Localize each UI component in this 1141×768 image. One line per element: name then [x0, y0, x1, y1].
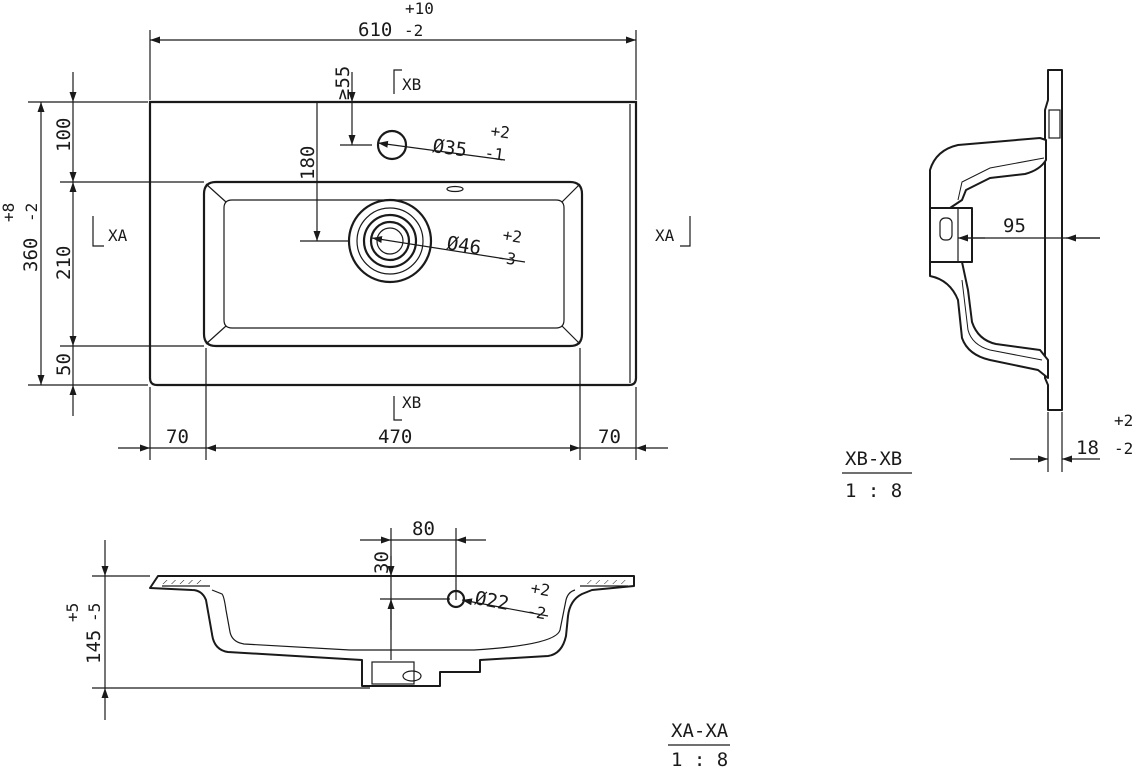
tap-offset-value: 180 — [297, 146, 319, 180]
depth-tol-lower: -2 — [22, 203, 41, 222]
front-margin-value: 50 — [53, 353, 75, 376]
drain-hole-tol-lower: -3 — [495, 247, 517, 269]
section-xa-title: XA-XA — [671, 720, 729, 742]
back-margin-value: 100 — [53, 118, 75, 152]
xb-depth-to-drain-value: 95 — [1003, 215, 1026, 237]
overflow-slot — [446, 185, 464, 193]
drain-leader — [371, 236, 526, 263]
bowl-outer — [202, 180, 584, 348]
section-marker-xb-bottom: XB — [393, 393, 421, 421]
xa-overflow-tol-lower: -2 — [525, 601, 547, 623]
top-view: 610 +10 -2 70 470 70 360 +8 -2 100 210 5… — [0, 0, 691, 460]
section-xb-title: XB-XB — [845, 448, 902, 470]
right-margin-value: 70 — [598, 426, 621, 448]
svg-text:XB: XB — [402, 75, 421, 94]
section-xb-view: 95 18 +2 -2 XB-XB 1 : 8 — [842, 69, 1133, 502]
xa-height-value: 145 — [83, 630, 105, 664]
section-xb-scale: 1 : 8 — [845, 480, 902, 502]
tap-hole-leader — [377, 140, 506, 161]
svg-text:XA: XA — [655, 226, 675, 245]
xb-rim-tol-lower: -2 — [1114, 439, 1133, 458]
xb-rim-thickness-value: 18 — [1076, 437, 1099, 459]
xa-overflow-offset-y-value: 30 — [371, 551, 393, 574]
section-marker-xa-left: XA — [92, 216, 128, 247]
xa-overflow-offset-x-value: 80 — [412, 518, 435, 540]
section-marker-xa-right: XA — [655, 216, 691, 247]
xb-rim-tol-upper: +2 — [1114, 411, 1133, 430]
section-marker-xb-top: XB — [393, 69, 421, 94]
depth-tol-upper: +8 — [0, 203, 18, 222]
xa-height-tol-upper: +5 — [63, 603, 82, 622]
section-xa-scale: 1 : 8 — [671, 749, 728, 768]
bowl-depth-value: 210 — [53, 246, 75, 280]
depth-value: 360 — [20, 238, 42, 272]
countertop-outline — [148, 100, 638, 387]
section-xb-drain — [929, 207, 973, 263]
section-xb-rim — [1044, 69, 1063, 411]
section-xa-body — [149, 575, 635, 687]
section-xb-lower-wall — [929, 261, 1049, 379]
svg-text:XB: XB — [402, 393, 421, 412]
svg-text:XA: XA — [108, 226, 128, 245]
drain-hole-tol-upper: +2 — [501, 225, 523, 247]
width-tol-upper: +10 — [405, 0, 434, 18]
width-tol-lower: -2 — [404, 21, 423, 40]
tap-hole-tol-upper: +2 — [489, 121, 511, 142]
tap-hole-tol-lower: -1 — [483, 143, 505, 164]
width-value: 610 — [358, 19, 392, 41]
bowl-inner — [223, 199, 565, 329]
xa-height-tol-lower: -5 — [85, 603, 104, 622]
section-xa-view: 80 30 Ø22 +2 -2 145 +5 -5 XA-XA 1 : 8 — [63, 518, 730, 768]
tap-hole-value: Ø35 — [431, 135, 468, 161]
bowl-width-value: 470 — [378, 426, 412, 448]
left-margin-value: 70 — [166, 426, 189, 448]
xa-overflow-tol-upper: +2 — [529, 578, 551, 600]
tap-clearance-value: ≥55 — [332, 66, 354, 100]
section-xb-upper-wall — [929, 137, 1047, 209]
drain-hole-value: Ø46 — [445, 232, 482, 259]
